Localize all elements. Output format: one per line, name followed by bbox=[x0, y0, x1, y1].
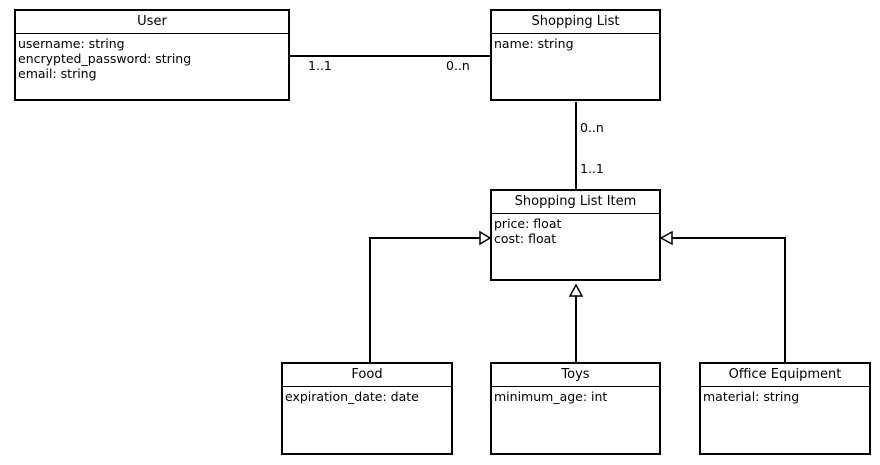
multiplicity-user-end: 1..1 bbox=[308, 58, 332, 73]
attribute: name: string bbox=[494, 36, 574, 51]
attribute: email: string bbox=[18, 66, 97, 81]
attribute: username: string bbox=[18, 36, 125, 51]
generalization-food bbox=[369, 237, 480, 363]
class-name: Food bbox=[283, 364, 451, 387]
generalization-arrowhead-food bbox=[479, 230, 492, 246]
class-name: Office Equipment bbox=[701, 364, 869, 387]
generalization-arrowhead-office-equipment bbox=[659, 230, 673, 246]
class-name: Toys bbox=[492, 364, 659, 387]
generalization-arrowhead-toys bbox=[568, 283, 584, 297]
class-shopping-list-item[interactable]: Shopping List Item price: float cost: fl… bbox=[490, 189, 661, 281]
multiplicity-list-end: 0..n bbox=[446, 58, 470, 73]
class-name: User bbox=[16, 11, 288, 34]
generalization-office-equipment bbox=[672, 237, 786, 363]
multiplicity-list-end: 0..n bbox=[580, 120, 604, 135]
class-user[interactable]: User username: string encrypted_password… bbox=[14, 9, 290, 101]
attribute: minimum_age: int bbox=[494, 389, 608, 404]
class-toys[interactable]: Toys minimum_age: int bbox=[490, 362, 661, 455]
multiplicity-item-end: 1..1 bbox=[580, 161, 604, 176]
attribute: encrypted_password: string bbox=[18, 51, 192, 66]
attribute: price: float bbox=[494, 216, 562, 231]
class-name: Shopping List bbox=[492, 11, 659, 34]
attribute: expiration_date: date bbox=[285, 389, 419, 404]
class-name: Shopping List Item bbox=[492, 191, 659, 214]
class-office-equipment[interactable]: Office Equipment material: string bbox=[699, 362, 871, 455]
attribute: material: string bbox=[703, 389, 800, 404]
class-food[interactable]: Food expiration_date: date bbox=[281, 362, 453, 455]
class-shopping-list[interactable]: Shopping List name: string bbox=[490, 9, 661, 101]
attribute: cost: float bbox=[494, 231, 557, 246]
